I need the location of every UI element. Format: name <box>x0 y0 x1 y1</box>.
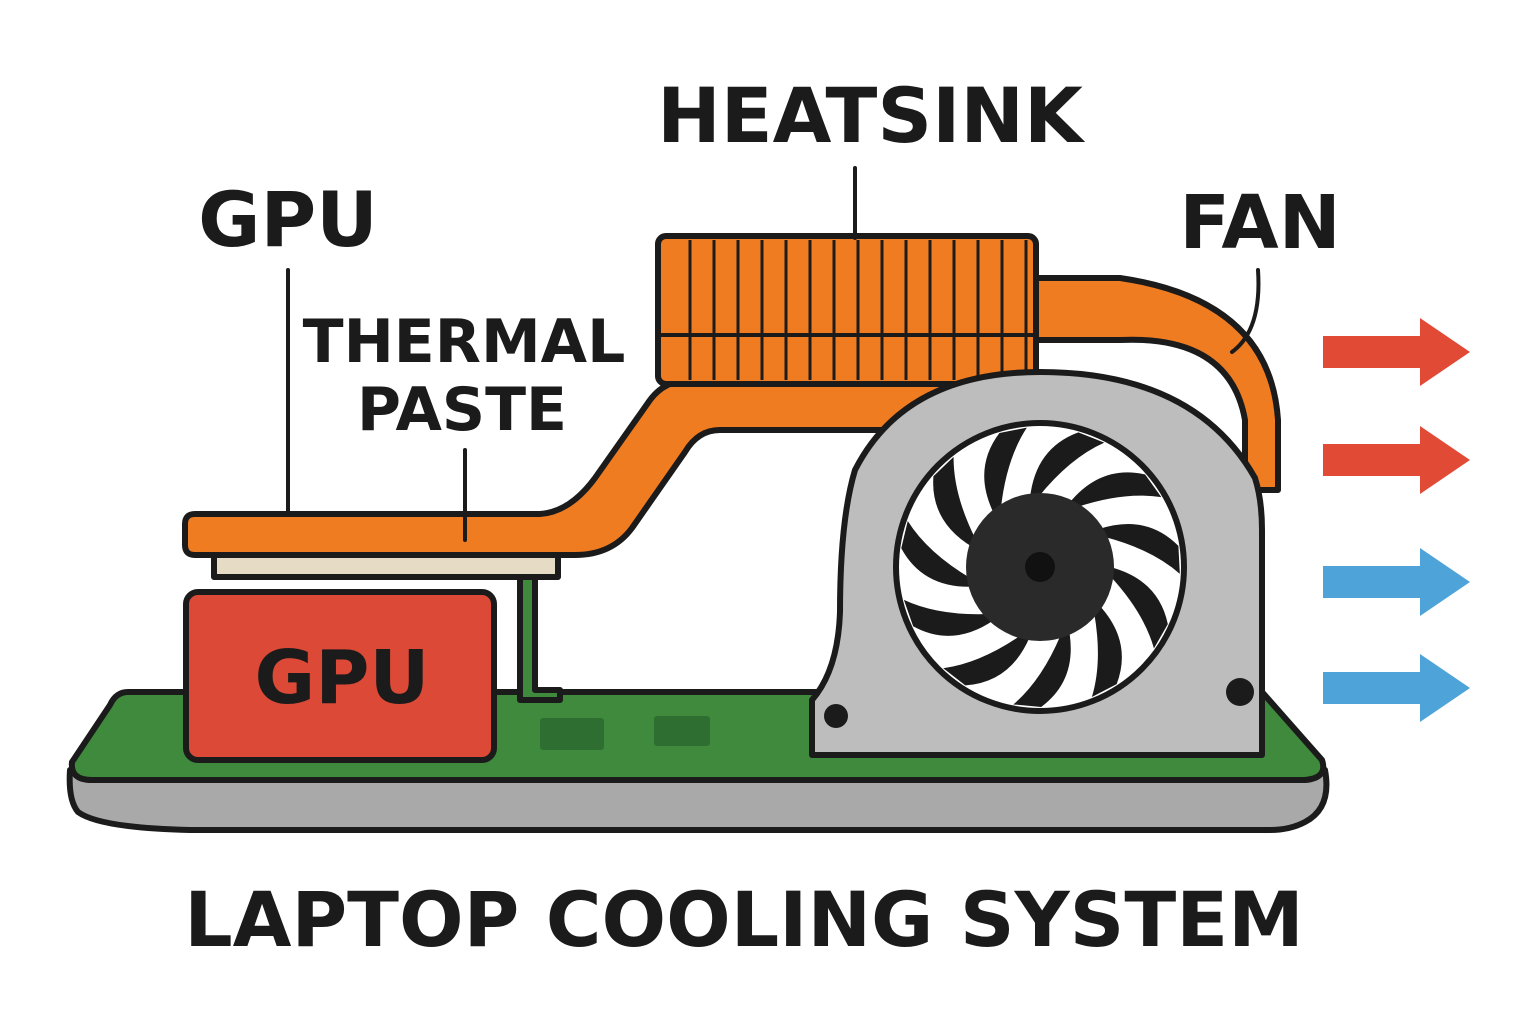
airflow-arrows <box>1323 318 1470 722</box>
fan-blade <box>1030 432 1105 498</box>
gpu-chip <box>183 589 497 763</box>
fan-blade <box>1013 630 1071 707</box>
fan-blade <box>901 521 973 587</box>
fan-blade <box>1098 524 1180 574</box>
cool-air-arrow <box>1323 548 1470 616</box>
heatsink-fins <box>655 233 1039 387</box>
heatsink-label: HEATSINK <box>657 71 1086 160</box>
gpu-chip-label: GPU <box>254 635 429 721</box>
fan-label: FAN <box>1179 180 1340 266</box>
thermal-paste-label-line2: PASTE <box>357 375 567 445</box>
heatsink-base-plate <box>182 377 953 558</box>
fan-blade <box>933 456 976 548</box>
fan-blade <box>984 427 1027 515</box>
screw-hole <box>824 704 848 728</box>
hot-air-arrow <box>1323 426 1470 494</box>
gpu-label: GPU <box>198 175 378 264</box>
heatsink-fin-lines <box>688 240 1028 380</box>
screw-hole <box>1226 678 1254 706</box>
fan-blade <box>1091 604 1122 698</box>
cool-air-arrow <box>1323 654 1470 722</box>
board-chip <box>540 718 604 750</box>
laptop-base <box>66 767 1330 833</box>
fan-blade <box>903 599 995 636</box>
fan-blades <box>901 427 1180 707</box>
fan-blade <box>1109 567 1168 649</box>
gpu-support-block <box>517 557 563 703</box>
fan-blade <box>943 634 1031 686</box>
thermal-paste-label-line1: THERMAL <box>303 307 626 377</box>
hot-air-arrow <box>1323 318 1470 386</box>
fan-blade <box>1069 472 1162 508</box>
fan-axle <box>1025 552 1055 582</box>
fan-leader <box>1230 268 1261 354</box>
board-chip <box>654 716 710 746</box>
diagram-caption: LAPTOP COOLING SYSTEM <box>184 875 1304 964</box>
heat-pipe <box>1027 275 1281 493</box>
